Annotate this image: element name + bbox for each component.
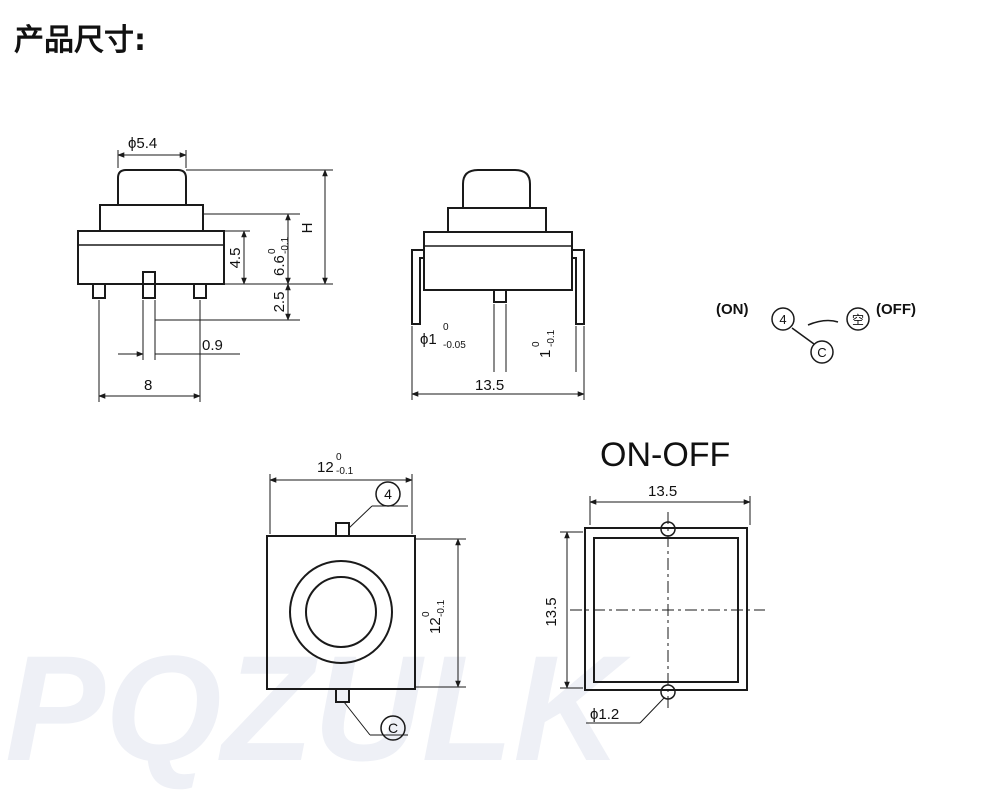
side-cap [117, 169, 187, 205]
footprint-outer [584, 527, 748, 691]
page-title: 产品尺寸: [14, 23, 146, 58]
pin-spacing-label: 8 [144, 377, 152, 394]
footprint-width-label: 13.5 [648, 483, 677, 500]
pin-diameter-tol-lower: -0.05 [443, 340, 466, 351]
top-depth-tol-lower: -0.1 [436, 599, 447, 617]
terminal-4-circle [771, 307, 795, 331]
top-depth-label: 12 [427, 617, 444, 634]
footprint-height-label: 13.5 [543, 597, 560, 626]
front-collar [447, 207, 547, 233]
common-terminal-label: C [817, 345, 826, 360]
overall-width-label: 13.5 [475, 377, 504, 394]
total-height-tol-upper: 0 [267, 248, 278, 254]
body-height-label: 4.5 [227, 248, 244, 269]
front-cap [462, 169, 531, 208]
top-terminal-c [335, 688, 350, 703]
pin-thickness-label: 1 [537, 350, 554, 358]
hole-diameter-label: ϕ1.2 [590, 706, 619, 723]
front-pin-center [493, 289, 507, 303]
side-body [77, 230, 225, 285]
top-width-tol-upper: 0 [336, 452, 342, 463]
top-terminal-c-label: C [388, 720, 398, 736]
watermark-text: PQZULK [5, 624, 631, 792]
pin-width-label: 0.9 [202, 337, 223, 354]
terminal-c-circle [810, 340, 834, 364]
front-view [411, 169, 585, 325]
top-depth-tol-upper: 0 [421, 611, 432, 617]
on-label: (ON) [716, 301, 749, 318]
off-terminal-label: 空 [852, 313, 864, 327]
side-collar [99, 204, 204, 232]
terminal-off-circle [846, 307, 870, 331]
pin-length-label: 2.5 [271, 292, 288, 313]
switch-symbol [771, 307, 870, 364]
side-pin-right [193, 283, 207, 299]
top-terminal-4-label: 4 [384, 486, 392, 502]
off-label: (OFF) [876, 301, 916, 318]
pin-thickness-tol-upper: 0 [531, 341, 542, 347]
pin-diameter-label: ϕ1 [420, 331, 437, 348]
pin-diameter-tol-upper: 0 [443, 322, 449, 333]
side-view [77, 169, 225, 299]
total-height-label: 6.6 [271, 255, 288, 276]
height-label: H [299, 223, 316, 234]
top-outer-ring [289, 560, 393, 664]
side-pin-center [142, 271, 156, 299]
top-inner-ring [305, 576, 377, 648]
front-pin-left [411, 249, 424, 325]
front-body [423, 231, 573, 291]
cap-diameter-label: ϕ5.4 [128, 135, 157, 152]
front-pin-right [572, 249, 585, 325]
pin-thickness-tol-lower: -0.1 [546, 329, 557, 347]
total-height-tol-lower: -0.1 [280, 236, 291, 254]
footprint-heading: ON-OFF [600, 436, 730, 474]
on-terminal-label: 4 [779, 312, 786, 327]
top-view [266, 481, 416, 741]
top-width-tol-lower: -0.1 [336, 466, 354, 477]
top-terminal-4 [335, 522, 350, 537]
top-width-label: 12 [317, 459, 334, 476]
side-pin-left [92, 283, 106, 299]
